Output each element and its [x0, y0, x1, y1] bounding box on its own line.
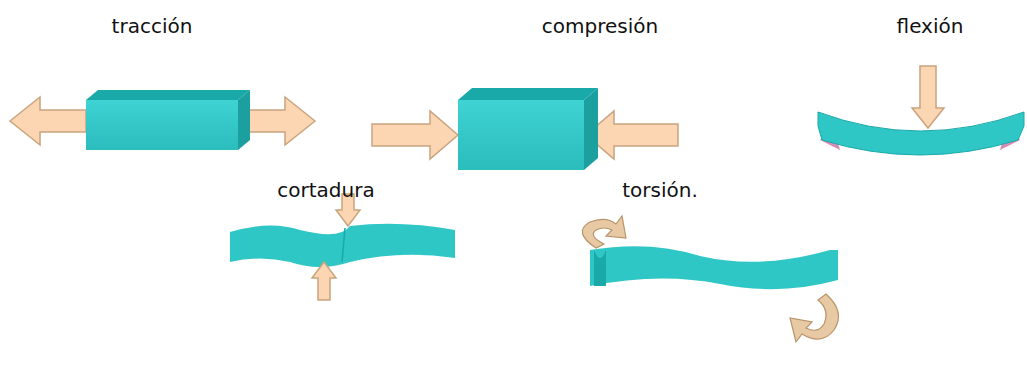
block-side — [584, 88, 598, 170]
sheared-beam — [230, 224, 455, 267]
arrow — [240, 97, 315, 145]
traction-figure — [10, 90, 315, 150]
twist-arrow — [582, 216, 626, 248]
block-front — [86, 100, 238, 150]
bending-figure — [818, 66, 1024, 155]
arrow — [312, 262, 336, 300]
compression-label: compresión — [542, 14, 658, 38]
bending-label: flexión — [897, 14, 964, 38]
arrow — [912, 66, 944, 128]
torsion-figure — [582, 216, 838, 342]
arrow — [372, 111, 458, 159]
block-side — [238, 90, 250, 150]
torsion-label: torsión. — [622, 178, 698, 202]
block-front — [458, 100, 584, 170]
traction-label: tracción — [112, 14, 193, 38]
shear-label: cortadura — [277, 178, 374, 202]
shear-line — [342, 228, 345, 262]
arrow — [586, 111, 678, 159]
block-top — [458, 88, 598, 100]
twisted-bar — [590, 246, 838, 289]
bar-end — [594, 250, 606, 286]
twist-arrow — [790, 294, 839, 342]
arrow — [10, 97, 86, 145]
compression-figure — [372, 88, 678, 170]
shear-figure — [230, 194, 455, 300]
block-top — [86, 90, 250, 100]
